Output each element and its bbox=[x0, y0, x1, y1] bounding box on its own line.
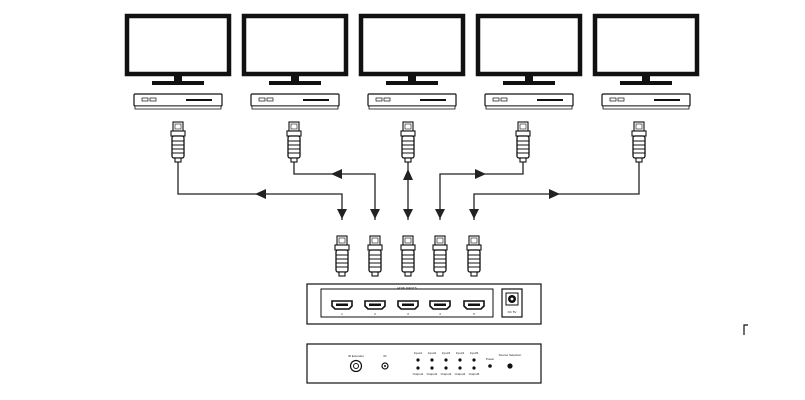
front-header-label: HDMI INPUTS bbox=[397, 286, 417, 290]
output-led-icon bbox=[472, 366, 476, 370]
cable-4 bbox=[439, 162, 524, 220]
monitor-5 bbox=[595, 16, 697, 85]
monitor-row bbox=[127, 16, 697, 85]
power-led-label: Power bbox=[486, 357, 495, 361]
input-led-icon bbox=[416, 358, 420, 362]
source-cable-plugs bbox=[170, 121, 647, 163]
monitor-3 bbox=[361, 16, 463, 85]
hdmi-plug-icon bbox=[367, 235, 383, 277]
hdmi-plug-icon bbox=[631, 121, 647, 163]
input-led-icon bbox=[430, 358, 434, 362]
hdmi-plug-icon bbox=[400, 235, 416, 277]
ir-extender-label: IR Extender bbox=[348, 354, 364, 358]
hdmi-plug-icon bbox=[334, 235, 350, 277]
monitor-1 bbox=[127, 16, 229, 85]
hdmi-port-icon bbox=[331, 300, 353, 310]
switch-front-panel: HDMI INPUTS 1 2 3 4 5 DC 5V bbox=[306, 283, 542, 325]
input-led-label: Input2 bbox=[428, 351, 437, 355]
cable-1 bbox=[177, 162, 343, 220]
hdmi-port-icon bbox=[364, 300, 386, 310]
arrow-down-icon bbox=[469, 209, 479, 219]
arrow-down-icon bbox=[337, 209, 347, 219]
output-led-icon bbox=[444, 366, 448, 370]
source-device-1 bbox=[133, 93, 223, 110]
input-led-label: Input5 bbox=[470, 351, 479, 355]
source-device-4 bbox=[484, 93, 574, 110]
power-jack-label: DC 5V bbox=[508, 310, 517, 314]
corner-mark bbox=[743, 324, 748, 335]
switch-back-panel: IR Extender IR Input1 Input2 Input3 Inpu… bbox=[306, 343, 542, 384]
input-led-label: Input3 bbox=[442, 351, 451, 355]
port-number: 4 bbox=[439, 312, 441, 316]
monitor-4 bbox=[478, 16, 580, 85]
input-led-icon bbox=[458, 358, 462, 362]
output-led-icon bbox=[458, 366, 462, 370]
flow-arrows bbox=[255, 169, 560, 219]
output-led-label: Output4 bbox=[455, 372, 466, 376]
output-led-icon bbox=[416, 366, 420, 370]
hdmi-port-icon bbox=[429, 300, 451, 310]
port-number: 2 bbox=[374, 312, 376, 316]
source-device-3 bbox=[367, 93, 457, 110]
port-number: 3 bbox=[407, 312, 409, 316]
hdmi-plug-icon bbox=[466, 235, 482, 277]
ir-label: IR bbox=[384, 354, 388, 358]
arrow-down-icon bbox=[370, 209, 380, 219]
arrow-left-icon bbox=[255, 189, 266, 199]
cable-2 bbox=[293, 162, 376, 220]
switch-cable-plugs bbox=[334, 235, 482, 277]
hdmi-plug-icon bbox=[432, 235, 448, 277]
cable-5 bbox=[473, 162, 640, 220]
arrow-up-icon bbox=[403, 169, 413, 180]
port-number: 1 bbox=[341, 312, 343, 316]
output-led-label: Output1 bbox=[413, 372, 424, 376]
hdmi-plug-icon bbox=[400, 121, 416, 163]
arrow-down-icon bbox=[403, 209, 413, 219]
arrow-right-icon bbox=[549, 189, 560, 199]
input-led-label: Input4 bbox=[456, 351, 465, 355]
source-device-5 bbox=[601, 93, 691, 110]
arrow-right-icon bbox=[475, 169, 486, 179]
source-selection-button[interactable] bbox=[507, 363, 513, 369]
source-device-2 bbox=[250, 93, 340, 110]
arrow-down-icon bbox=[435, 209, 445, 219]
hdmi-port-icon bbox=[397, 300, 419, 310]
monitor-2 bbox=[244, 16, 346, 85]
hdmi-plug-icon bbox=[286, 121, 302, 163]
source-device-row bbox=[133, 93, 691, 110]
source-selection-label: Source Selection bbox=[499, 353, 522, 357]
hdmi-port-icon bbox=[463, 300, 485, 310]
hdmi-plug-icon bbox=[515, 121, 531, 163]
output-led-label: Output3 bbox=[441, 372, 452, 376]
arrow-left-icon bbox=[331, 169, 342, 179]
port-number: 5 bbox=[473, 312, 475, 316]
power-led-icon bbox=[488, 364, 492, 368]
hdmi-plug-icon bbox=[170, 121, 186, 163]
input-led-icon bbox=[444, 358, 448, 362]
output-led-label: Output2 bbox=[427, 372, 438, 376]
output-led-icon bbox=[430, 366, 434, 370]
output-led-label: Output5 bbox=[469, 372, 480, 376]
input-led-icon bbox=[472, 358, 476, 362]
input-led-label: Input1 bbox=[414, 351, 423, 355]
